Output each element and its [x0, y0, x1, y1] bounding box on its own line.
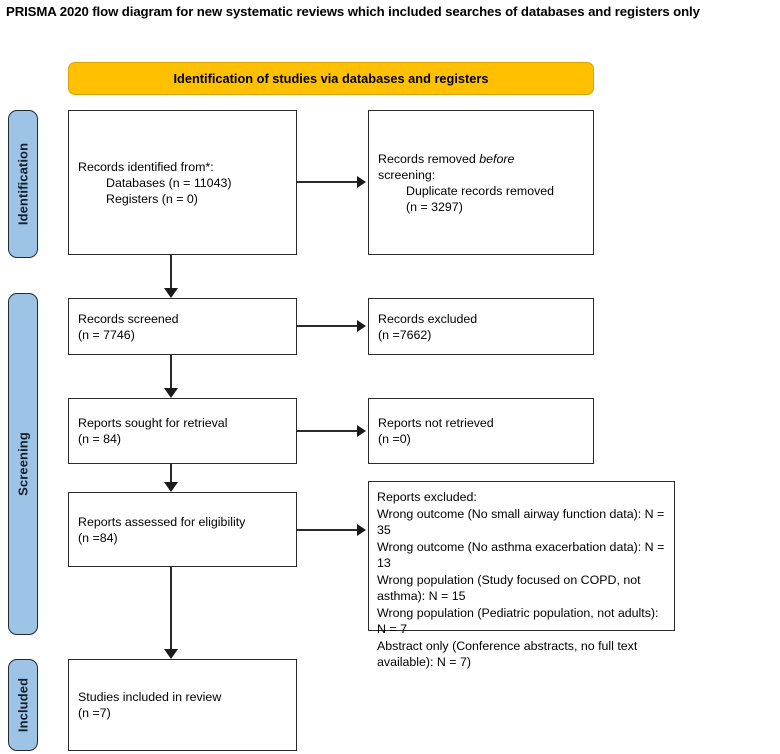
box-records-identified-registers: Registers (n = 0) — [106, 191, 198, 206]
stage-tab-screening: Screening — [8, 293, 38, 635]
box-records-screened-line1: Records screened — [78, 311, 179, 326]
box-reports-not-retrieved: Reports not retrieved (n =0) — [368, 398, 594, 464]
box-reports-sought-for-retrieval: Reports sought for retrieval (n = 84) — [68, 398, 297, 464]
box-reports-sought-line1: Reports sought for retrieval — [78, 416, 228, 430]
arrowhead-identified-to-removed — [357, 176, 366, 188]
connector-identified-to-removed — [297, 181, 357, 183]
arrowhead-screened-to-excluded — [357, 320, 366, 332]
box-studies-included-in-review: Studies included in review (n =7) — [68, 659, 297, 751]
box-reports-assessed-count: (n =84) — [78, 530, 118, 545]
stage-tab-included: Included — [8, 659, 38, 751]
box-reports-excluded-reason: Wrong outcome (No asthma exacerbation da… — [377, 539, 668, 571]
connector-sought-to-assessed — [170, 464, 172, 482]
box-reports-not-retrieved-line1: Reports not retrieved — [378, 416, 494, 430]
box-reports-excluded-reason: Abstract only (Conference abstracts, no … — [377, 638, 641, 670]
page-title: PRISMA 2020 flow diagram for new systema… — [6, 4, 700, 19]
connector-assessed-to-included — [170, 567, 172, 649]
stage-tab-identification: Identification — [8, 110, 38, 258]
box-reports-assessed-line1: Reports assessed for eligibility — [78, 514, 246, 529]
arrowhead-sought-to-assessed — [164, 482, 178, 492]
box-records-screened: Records screened (n = 7746) — [68, 298, 297, 355]
arrowhead-identified-to-screened — [164, 288, 178, 298]
box-records-excluded: Records excluded (n =7662) — [368, 298, 594, 355]
box-records-removed-line2: screening: — [378, 167, 436, 182]
arrowhead-sought-to-not-retrieved — [357, 425, 366, 437]
stage-tab-included-label: Included — [15, 677, 31, 733]
box-reports-not-retrieved-count: (n =0) — [378, 432, 411, 446]
connector-assessed-to-reports-excluded — [297, 529, 357, 531]
box-records-identified: Records identified from*: Databases (n =… — [68, 110, 297, 255]
box-records-removed-line1: Records removed before — [378, 151, 584, 167]
connector-identified-to-screened — [170, 255, 172, 288]
box-reports-excluded-reason: Wrong outcome (No small airway function … — [377, 506, 668, 538]
arrowhead-assessed-to-reports-excluded — [357, 524, 366, 536]
box-reports-excluded-reasons: Reports excluded: Wrong outcome (No smal… — [368, 481, 675, 669]
box-reports-sought-count: (n = 84) — [78, 432, 122, 446]
box-records-removed-duplicates-count: (n = 3297) — [406, 199, 463, 214]
section-banner-identification: Identification of studies via databases … — [68, 62, 594, 95]
box-reports-excluded-heading: Reports excluded: — [377, 490, 477, 504]
box-records-removed-before-screening: Records removed before screening: Duplic… — [368, 110, 594, 255]
box-records-removed-duplicates: Duplicate records removed — [406, 183, 555, 198]
box-records-excluded-line1: Records excluded — [378, 311, 478, 326]
box-reports-excluded-reason: Wrong population (Pediatric population, … — [377, 605, 662, 637]
stage-tab-screening-label: Screening — [15, 432, 31, 496]
arrowhead-assessed-to-included — [164, 649, 178, 659]
box-records-removed-line1-text: Records removed — [378, 151, 480, 166]
box-records-excluded-count: (n =7662) — [378, 327, 432, 342]
box-records-removed-emphasis: before — [479, 151, 515, 166]
connector-screened-to-sought — [170, 355, 172, 388]
box-studies-included-line1: Studies included in review — [78, 690, 222, 704]
box-studies-included-count: (n =7) — [78, 706, 111, 720]
box-reports-assessed-for-eligibility: Reports assessed for eligibility (n =84) — [68, 492, 297, 567]
box-reports-excluded-reason: Wrong population (Study focused on COPD,… — [377, 572, 645, 604]
connector-sought-to-not-retrieved — [297, 430, 357, 432]
box-records-screened-count: (n = 7746) — [78, 327, 135, 342]
box-records-identified-line1: Records identified from*: — [78, 159, 214, 174]
connector-screened-to-excluded — [297, 325, 357, 327]
box-records-identified-databases: Databases (n = 11043) — [106, 175, 232, 190]
arrowhead-screened-to-sought — [164, 388, 178, 398]
stage-tab-identification-label: Identification — [15, 142, 31, 226]
